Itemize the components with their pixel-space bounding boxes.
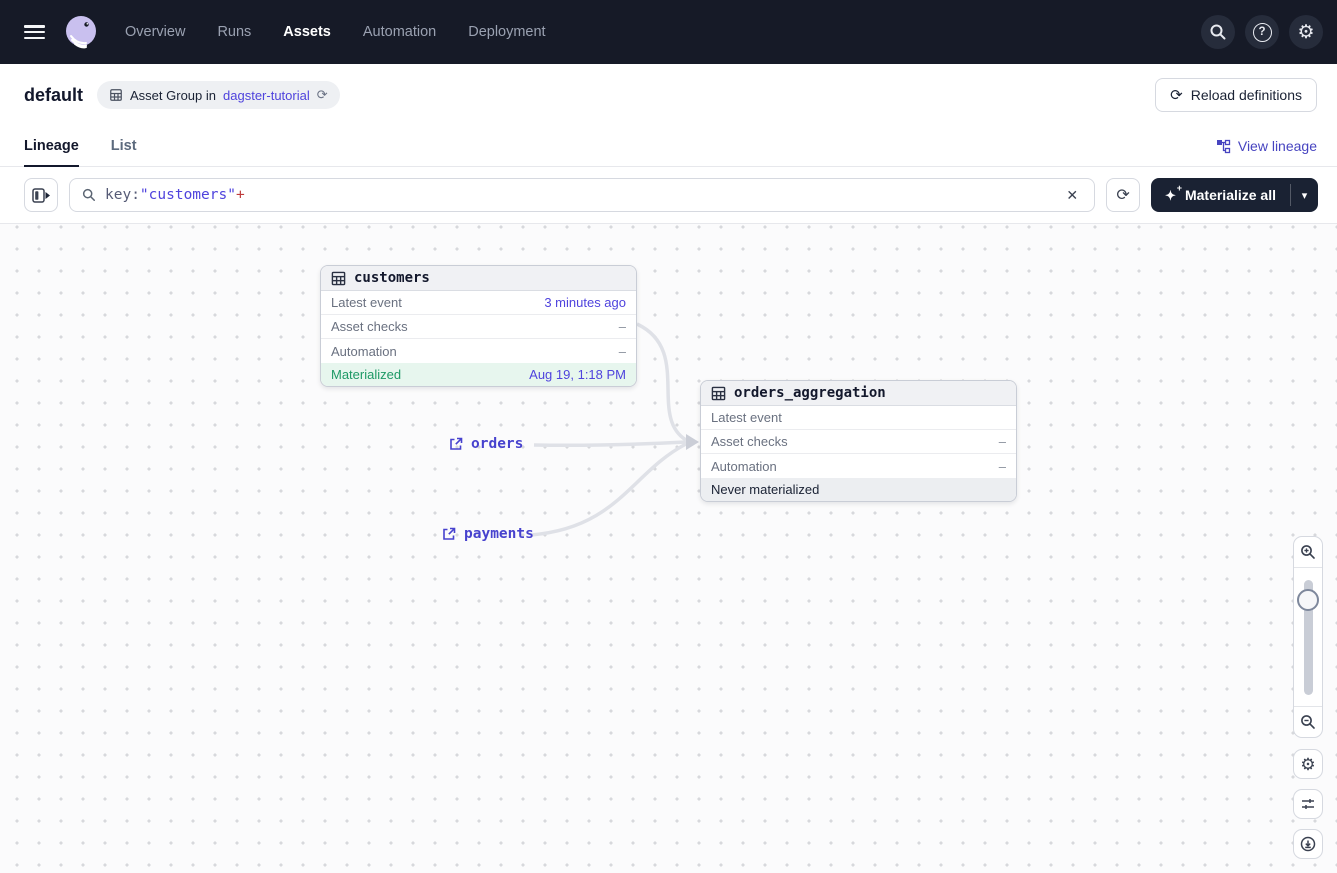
gear-icon: ⚙ [1297, 21, 1315, 43]
chevron-down-icon: ▾ [1301, 189, 1308, 202]
toggle-sidebar-button[interactable] [24, 178, 58, 212]
button-divider [1290, 184, 1291, 206]
zoom-slider[interactable] [1294, 568, 1322, 706]
gear-icon: ⚙ [1300, 754, 1316, 774]
nav-item-runs[interactable]: Runs [217, 24, 252, 40]
lineage-graph-icon [1216, 139, 1231, 153]
recenter-graph-button[interactable] [1293, 829, 1323, 859]
asset-node-orders-aggregation[interactable]: orders_aggregation Latest event Asset ch… [700, 380, 1017, 502]
lineage-edges [530, 322, 699, 537]
reload-label: Reload definitions [1190, 87, 1302, 103]
menu-hamburger-icon[interactable] [24, 25, 45, 39]
zoom-slider-knob[interactable] [1297, 589, 1319, 611]
download-circle-icon [1300, 836, 1316, 852]
lineage-canvas[interactable]: customers Latest event 3 minutes ago Ass… [0, 224, 1337, 873]
asset-group-icon [110, 89, 122, 101]
asset-checks-row: Asset checks – [701, 430, 1016, 454]
asset-group-badge: Asset Group in dagster-tutorial ⟳ [97, 81, 340, 109]
panel-expand-icon [31, 187, 50, 203]
page-header: default Asset Group in dagster-tutorial … [0, 64, 1337, 120]
materialize-options-caret[interactable]: ▾ [1291, 178, 1318, 212]
table-icon [711, 386, 726, 400]
materialize-all-button[interactable]: ✦+ Materialize all [1151, 178, 1290, 212]
external-link-icon [450, 437, 463, 450]
search-button[interactable] [1201, 15, 1235, 49]
status-badge: Materialized [331, 367, 402, 382]
page-title: default [24, 84, 84, 105]
refresh-graph-button[interactable]: ⟳ [1106, 178, 1141, 212]
external-asset-payments[interactable]: payments [442, 526, 534, 542]
materialization-timestamp[interactable]: Aug 19, 1:18 PM [529, 367, 626, 382]
help-button[interactable]: ? [1245, 15, 1279, 49]
asset-checks-row: Asset checks – [321, 315, 636, 339]
asset-node-customers[interactable]: customers Latest event 3 minutes ago Ass… [320, 265, 637, 387]
sparkle-icon: ✦+ [1165, 182, 1182, 203]
nav-item-automation[interactable]: Automation [362, 24, 437, 40]
materialization-status-row: Materialized Aug 19, 1:18 PM [321, 363, 636, 386]
nav-actions: ? ⚙ [1201, 15, 1323, 49]
external-asset-label: orders [471, 436, 524, 452]
badge-refresh-icon[interactable]: ⟳ [316, 87, 328, 102]
nav-item-deployment[interactable]: Deployment [468, 24, 546, 40]
table-icon [331, 271, 346, 285]
tab-list[interactable]: List [110, 138, 137, 154]
nav-links: Overview Runs Assets Automation Deployme… [125, 24, 546, 40]
zoom-in-icon [1301, 545, 1315, 559]
external-link-icon [443, 527, 456, 540]
tabs-row: Lineage List View lineage [0, 120, 1337, 167]
materialize-all-label: Materialize all [1184, 187, 1276, 203]
tune-icon [1302, 799, 1314, 809]
zoom-out-icon [1301, 715, 1315, 729]
external-asset-label: payments [464, 526, 534, 542]
asset-name: customers [354, 270, 430, 286]
zoom-in-button[interactable] [1294, 537, 1322, 567]
reload-icon: ⟳ [1170, 87, 1183, 104]
materialization-status-row: Never materialized [701, 478, 1016, 501]
zoom-out-button[interactable] [1294, 707, 1322, 737]
settings-button[interactable]: ⚙ [1289, 15, 1323, 49]
materialize-all-split-button: ✦+ Materialize all ▾ [1151, 178, 1318, 212]
nav-item-assets[interactable]: Assets [283, 24, 331, 40]
dagster-logo[interactable] [63, 14, 99, 50]
view-lineage-link[interactable]: View lineage [1216, 138, 1317, 166]
graph-filters-button[interactable] [1293, 789, 1323, 819]
latest-event-row: Latest event 3 minutes ago [321, 291, 636, 315]
search-icon [1210, 24, 1226, 40]
lineage-toolbar: key:"customers"+ ✕ ⟳ ✦+ Materialize all … [0, 167, 1337, 224]
zoom-slider-track[interactable] [1304, 580, 1313, 695]
tab-lineage[interactable]: Lineage [24, 130, 79, 167]
clear-search-icon[interactable]: ✕ [1066, 186, 1079, 203]
automation-row: Automation – [331, 343, 626, 359]
automation-row: Automation – [711, 458, 1006, 474]
asset-name: orders_aggregation [734, 385, 886, 401]
help-icon: ? [1252, 22, 1272, 42]
search-icon [82, 188, 95, 201]
code-location-link[interactable]: dagster-tutorial [223, 87, 310, 103]
status-badge: Never materialized [711, 482, 820, 497]
nav-item-overview[interactable]: Overview [125, 24, 186, 40]
graph-settings-button[interactable]: ⚙ [1293, 749, 1323, 779]
zoom-controls [1293, 536, 1323, 738]
reload-definitions-button[interactable]: ⟳ Reload definitions [1155, 78, 1317, 112]
external-asset-orders[interactable]: orders [449, 436, 523, 452]
view-lineage-label: View lineage [1237, 138, 1317, 154]
asset-search-input[interactable]: key:"customers"+ ✕ [69, 178, 1096, 212]
latest-event-link[interactable]: 3 minutes ago [544, 295, 626, 310]
search-query: key:"customers"+ [105, 187, 245, 203]
badge-text: Asset Group in [130, 87, 217, 103]
asset-node-header: orders_aggregation [701, 381, 1016, 406]
refresh-icon: ⟳ [1116, 187, 1130, 204]
asset-node-header: customers [321, 266, 636, 291]
top-nav: Overview Runs Assets Automation Deployme… [0, 0, 1337, 64]
latest-event-row: Latest event [701, 406, 1016, 430]
